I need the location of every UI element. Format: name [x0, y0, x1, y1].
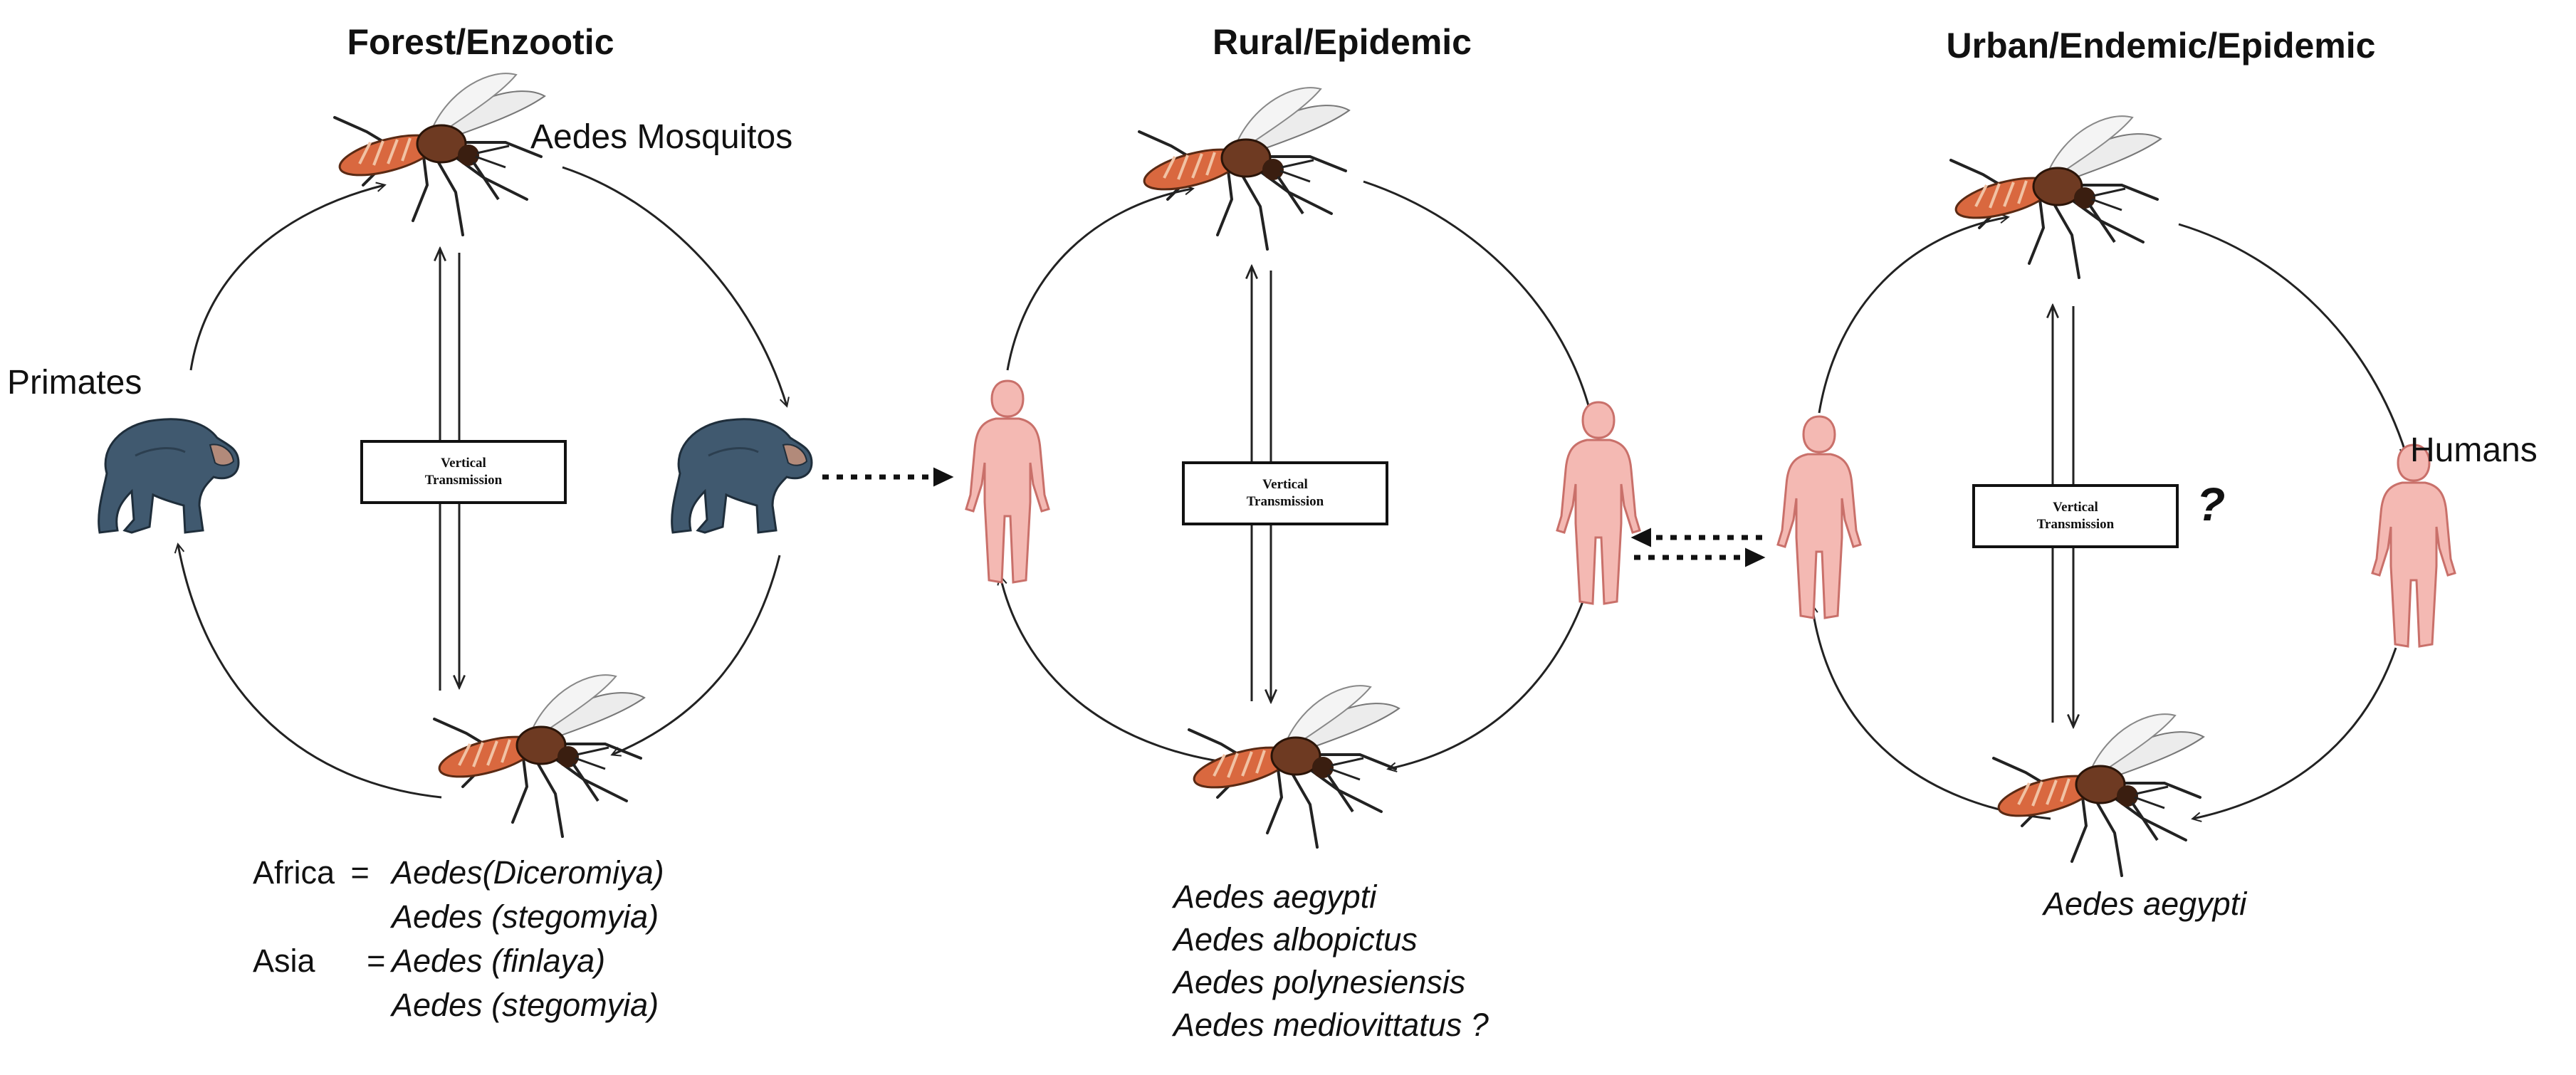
vertical-transmission-line1: Vertical: [441, 456, 486, 471]
cycle-arrow-human-to-mosquito: [1818, 213, 2010, 414]
panel-title-forest: Forest/Enzootic: [347, 22, 614, 62]
species-item: Aedes polynesiensis: [1173, 964, 1466, 1000]
cycle-arrow-primate-to-mosquito: [189, 182, 387, 371]
primate-icon: [671, 418, 813, 534]
mosquito-icon: [1138, 86, 1351, 251]
primate-icon: [98, 418, 240, 534]
human-icon: [2371, 444, 2456, 648]
human-icon: [965, 379, 1050, 584]
cycle-arrow-lower-mosquito-to-human: [1808, 603, 2051, 820]
species-asia-2: Aedes (stegomyia): [392, 987, 659, 1023]
vertical-transmission-line2: Transmission: [2036, 517, 2115, 532]
region-label-africa: Africa: [253, 854, 335, 891]
vertical-transmission-line2: Transmission: [424, 473, 503, 488]
vertical-transmission-line2: Transmission: [1246, 494, 1324, 509]
panel-title-urban: Urban/Endemic/Epidemic: [1946, 26, 2376, 65]
vertical-transmission-line1: Vertical: [1262, 477, 1308, 492]
cycle-arrow-human-to-lower-mosquito: [2191, 647, 2397, 822]
vertical-transmission-box: Vertical Transmission: [1972, 484, 2179, 548]
vertical-transmission-box: Vertical Transmission: [1182, 461, 1388, 525]
mosquito-icon: [333, 72, 546, 236]
cycle-arrow-human-to-lower-mosquito: [1386, 597, 1586, 772]
species-item: Aedes aegypti: [2043, 886, 2247, 922]
uncertainty-question-mark: ?: [2197, 478, 2226, 530]
panel-title-rural: Rural/Epidemic: [1213, 22, 1472, 62]
host-label-humans: Humans: [2410, 431, 2538, 469]
vector-label: Aedes Mosquitos: [530, 118, 793, 156]
cycle-arrow-mosquito-to-human: [2178, 223, 2409, 458]
region-label-asia: Asia: [253, 943, 315, 979]
species-list-urban: Aedes aegypti: [2043, 883, 2246, 925]
mosquito-icon: [1992, 713, 2205, 877]
species-item: Aedes albopictus: [1173, 921, 1418, 958]
host-label-primates: Primates: [7, 364, 142, 402]
species-asia-1: Aedes (finlaya): [392, 943, 606, 979]
cycle-arrow-mosquito-to-human: [1363, 180, 1595, 419]
species-africa-1: Aedes(Diceromiya): [392, 854, 664, 891]
cycle-arrow-lower-mosquito-to-human: [997, 575, 1254, 767]
equals-sign: =: [367, 943, 386, 979]
mosquito-icon: [1188, 684, 1400, 849]
equals-sign: =: [350, 854, 370, 891]
vertical-transmission-box: Vertical Transmission: [360, 440, 567, 504]
cycle-arrow-human-to-mosquito: [1006, 184, 1195, 371]
species-list-rural: Aedes aegypti Aedes albopictus Aedes pol…: [1173, 876, 1489, 1047]
species-africa-2: Aedes (stegomyia): [392, 898, 659, 935]
human-icon: [1556, 401, 1641, 605]
species-item: Aedes aegypti: [1173, 879, 1377, 915]
human-icon: [1776, 415, 1862, 619]
cycle-arrow-primate-to-lower-mosquito: [610, 555, 781, 757]
mosquito-icon: [433, 673, 646, 838]
vertical-transmission-line1: Vertical: [2053, 500, 2098, 515]
cycle-arrow-mosquito-to-primate: [562, 166, 790, 408]
cycle-arrow-lower-mosquito-to-primate: [174, 542, 442, 799]
mosquito-icon: [1949, 115, 2162, 279]
species-item: Aedes mediovittatus ?: [1173, 1007, 1489, 1043]
